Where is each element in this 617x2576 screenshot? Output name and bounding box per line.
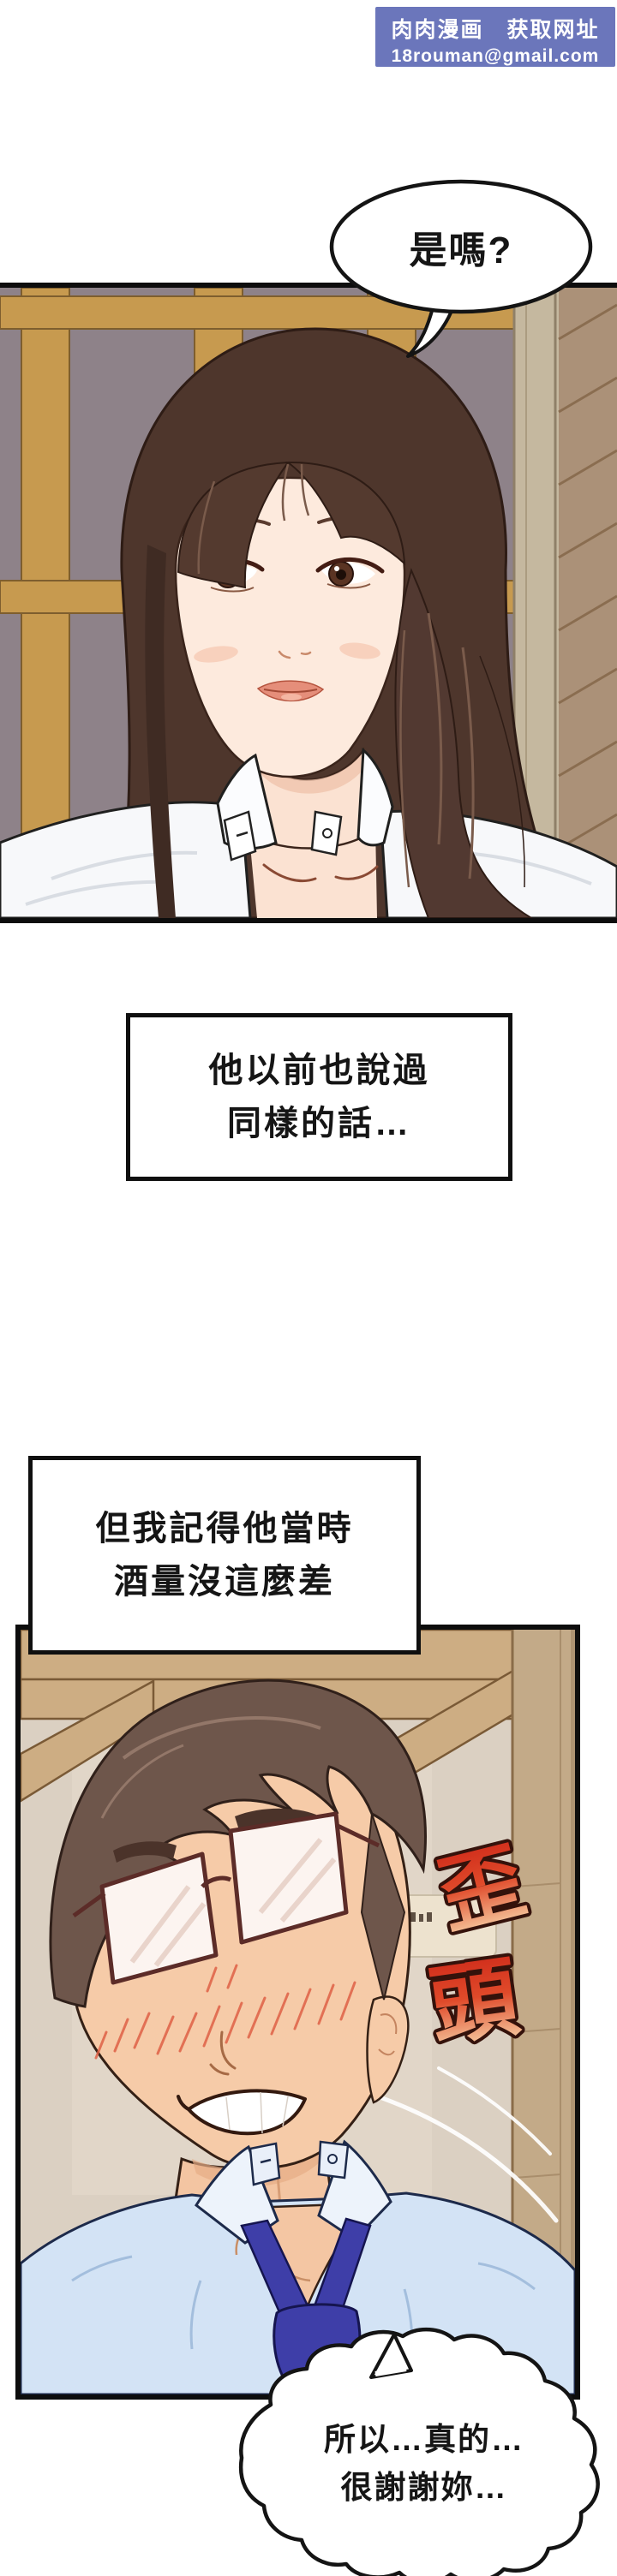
hair-strand-left (145, 545, 176, 918)
panel-man (15, 1625, 580, 2400)
ponytail (394, 568, 533, 918)
watermark-title: 肉肉漫画 获取网址 (391, 18, 600, 42)
speech-bubble-top (329, 179, 593, 358)
chest-skin (249, 826, 377, 918)
bubble-cloud (238, 2327, 600, 2576)
panel-woman-art (0, 288, 617, 918)
front-hair (177, 461, 406, 589)
woman-nose (278, 650, 312, 659)
sfx-char-2: 頭 (424, 1947, 525, 2056)
narration-box-1-line1: 他以前也說過 (208, 1052, 430, 1089)
panel-man-art (21, 1630, 575, 2394)
narration-box-2-line1: 但我記得他當時 (95, 1510, 354, 1547)
bubble-tail (406, 300, 455, 358)
collar-right (356, 747, 394, 847)
bubble-tail-up (369, 2333, 413, 2379)
speech-bubble-bottom-text: 所以…真的… 很謝謝妳… (257, 2408, 591, 2519)
woman-figure (0, 327, 617, 918)
sfx-char-1: 歪 (429, 1833, 534, 1944)
woman-lips (256, 680, 325, 702)
motion-lines (362, 2066, 559, 2223)
blush-lines (94, 1964, 356, 2060)
watermark-email: 18rouman@gmail.com (391, 46, 600, 66)
narration-box-1-line2: 同樣的話… (227, 1105, 411, 1142)
glasses (72, 1811, 380, 1985)
narration-box-1: 他以前也說過 同樣的話… (126, 1013, 512, 1181)
man-hair (49, 1679, 427, 2008)
sfx-tilt-head: 歪 頭 (421, 1830, 537, 2058)
bottom-bubble-line2: 很謝謝妳… (340, 2470, 508, 2505)
bottom-bubble-line1: 所以…真的… (324, 2422, 524, 2457)
man-collar-tab-left (249, 2142, 281, 2186)
collar-tab-right (310, 810, 343, 856)
man-collar-tab-right (317, 2140, 350, 2179)
wall-sign (394, 1894, 497, 1958)
panel-woman (0, 283, 617, 923)
narration-box-2: 但我記得他當時 酒量沒這麼差 (28, 1456, 421, 1655)
man-ear (366, 1995, 410, 2104)
man-figure (21, 1679, 575, 2394)
speech-bubble-top-text: 是嗎? (409, 230, 513, 271)
collarbones (262, 863, 379, 883)
speech-bubble-bottom (238, 2327, 600, 2576)
narration-box-2-line2: 酒量沒這麼差 (114, 1563, 335, 1601)
watermark: 肉肉漫画 获取网址 18rouman@gmail.com (375, 7, 615, 67)
man-nose (209, 2030, 237, 2076)
